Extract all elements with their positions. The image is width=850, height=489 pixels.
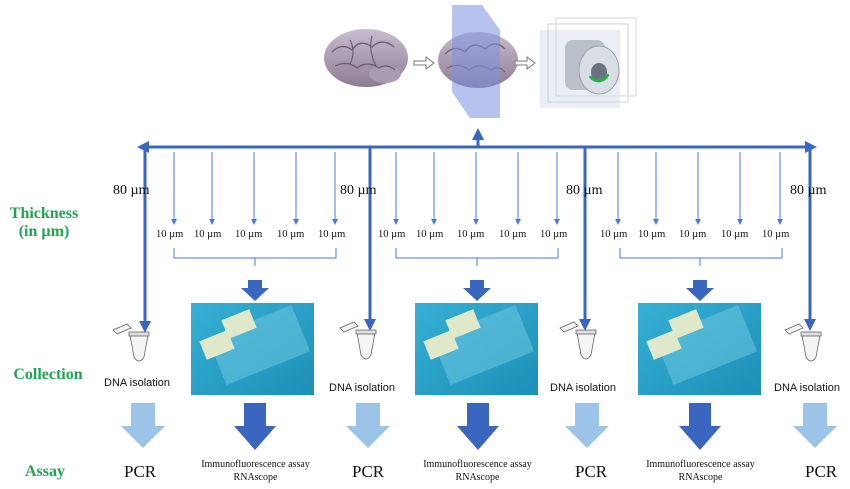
- dna-isolation-label: DNA isolation: [104, 377, 171, 389]
- tube-icon: [339, 321, 377, 360]
- if-assay-line1: Immunofluorescence assay: [201, 459, 310, 470]
- if-assay-line2: RNAscope: [233, 472, 278, 483]
- thick-branches: [139, 147, 816, 333]
- thin-section-label: 10 µm: [679, 229, 707, 240]
- tube-icon: [559, 321, 597, 360]
- thickness-label-line1: Thickness: [9, 205, 79, 222]
- thin-section-label: 10 µm: [457, 229, 485, 240]
- brackets: [173, 248, 783, 266]
- cryostat-icon: [540, 17, 637, 108]
- slide-photo: [191, 303, 314, 395]
- thickness-label: Thickness (in µm): [0, 205, 88, 241]
- thin-section-label: 10 µm: [378, 229, 406, 240]
- thin-section-label: 10 µm: [600, 229, 628, 240]
- tube-icon: [112, 323, 150, 362]
- thick-section-label: 80 µm: [113, 183, 150, 198]
- pcr-label: PCR: [352, 462, 385, 481]
- thin-section-label: 10 µm: [156, 229, 184, 240]
- dna-isolation-label: DNA isolation: [550, 382, 617, 394]
- pcr-arrows: [121, 403, 837, 448]
- if-assay-line1: Immunofluorescence assay: [646, 459, 755, 470]
- thick-section-label: 80 µm: [566, 183, 603, 198]
- dna-isolation-label: DNA isolation: [329, 382, 396, 394]
- pcr-label: PCR: [575, 462, 608, 481]
- thick-section-label: 80 µm: [340, 183, 377, 198]
- assay-label: Assay: [24, 463, 65, 480]
- slide-photo: [415, 303, 538, 395]
- thin-section-label: 10 µm: [318, 229, 346, 240]
- slide-arrows: [241, 280, 714, 301]
- sliced-brain-icon: [438, 5, 518, 118]
- thin-section-label: 10 µm: [540, 229, 568, 240]
- thin-arrows-group-2: [393, 152, 560, 225]
- if-assay-line2: RNAscope: [678, 472, 723, 483]
- if-assay-label: Immunofluorescence assay RNAscope: [410, 458, 545, 484]
- thin-section-label: 10 µm: [235, 229, 263, 240]
- thin-section-label: 10 µm: [416, 229, 444, 240]
- collection-label: Collection: [13, 366, 83, 383]
- slide-photo: [638, 303, 761, 395]
- thin-section-label: 10 µm: [194, 229, 222, 240]
- thin-arrows-group-3: [615, 152, 783, 225]
- if-assay-label: Immunofluorescence assay RNAscope: [633, 458, 768, 484]
- if-assay-line1: Immunofluorescence assay: [423, 459, 532, 470]
- arrow-icon: [514, 56, 536, 70]
- thin-section-label: 10 µm: [277, 229, 305, 240]
- thickness-label-line2: (in µm): [18, 223, 70, 240]
- dna-isolation-label: DNA isolation: [774, 382, 841, 394]
- thin-section-label: 10 µm: [762, 229, 790, 240]
- if-arrows: [234, 403, 721, 450]
- if-assay-label: Immunofluorescence assay RNAscope: [188, 458, 323, 484]
- thick-section-label: 80 µm: [790, 183, 827, 198]
- brain-icon: [324, 29, 408, 87]
- tube-icon: [784, 323, 822, 362]
- pcr-label: PCR: [124, 462, 157, 481]
- thin-section-label: 10 µm: [638, 229, 666, 240]
- thin-section-label: 10 µm: [721, 229, 749, 240]
- arrow-icon: [413, 56, 435, 70]
- thin-arrows-group-1: [171, 152, 338, 225]
- thin-section-label: 10 µm: [499, 229, 527, 240]
- if-assay-line2: RNAscope: [455, 472, 500, 483]
- pcr-label: PCR: [805, 462, 838, 481]
